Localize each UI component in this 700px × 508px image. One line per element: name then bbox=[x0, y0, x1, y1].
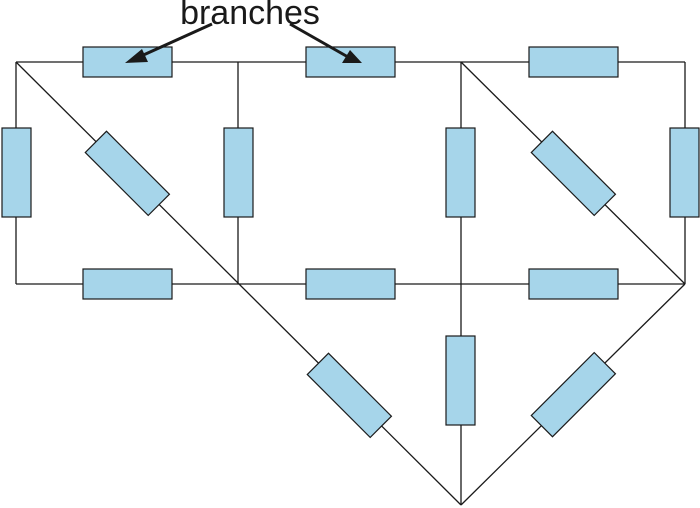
resistor-diagonal-2 bbox=[306, 352, 393, 439]
resistor-vertical-2 bbox=[223, 127, 254, 218]
branches-label: branches bbox=[180, 0, 320, 32]
arrow-right-head bbox=[342, 50, 362, 63]
resistor-diagonal-4 bbox=[530, 351, 617, 438]
arrow-left-line bbox=[138, 22, 213, 59]
resistor-vertical-4 bbox=[669, 127, 700, 218]
resistors bbox=[1, 46, 700, 439]
resistor-diagonal-3 bbox=[530, 130, 617, 217]
arrow-left-head bbox=[125, 49, 148, 63]
resistor-top-3 bbox=[528, 46, 619, 78]
branches-annotation: branches bbox=[125, 0, 362, 63]
resistor-vertical-3 bbox=[445, 127, 476, 218]
resistor-top-1 bbox=[82, 46, 173, 78]
resistor-vertical-1 bbox=[1, 127, 32, 218]
resistor-diagonal-1 bbox=[84, 130, 171, 217]
resistor-mid-2 bbox=[305, 268, 396, 300]
wire-diagonal-left bbox=[15, 61, 462, 506]
resistor-vertical-5 bbox=[445, 335, 476, 426]
resistor-mid-3 bbox=[528, 268, 619, 300]
arrow-right-line bbox=[289, 22, 349, 59]
resistor-mid-1 bbox=[82, 268, 173, 300]
